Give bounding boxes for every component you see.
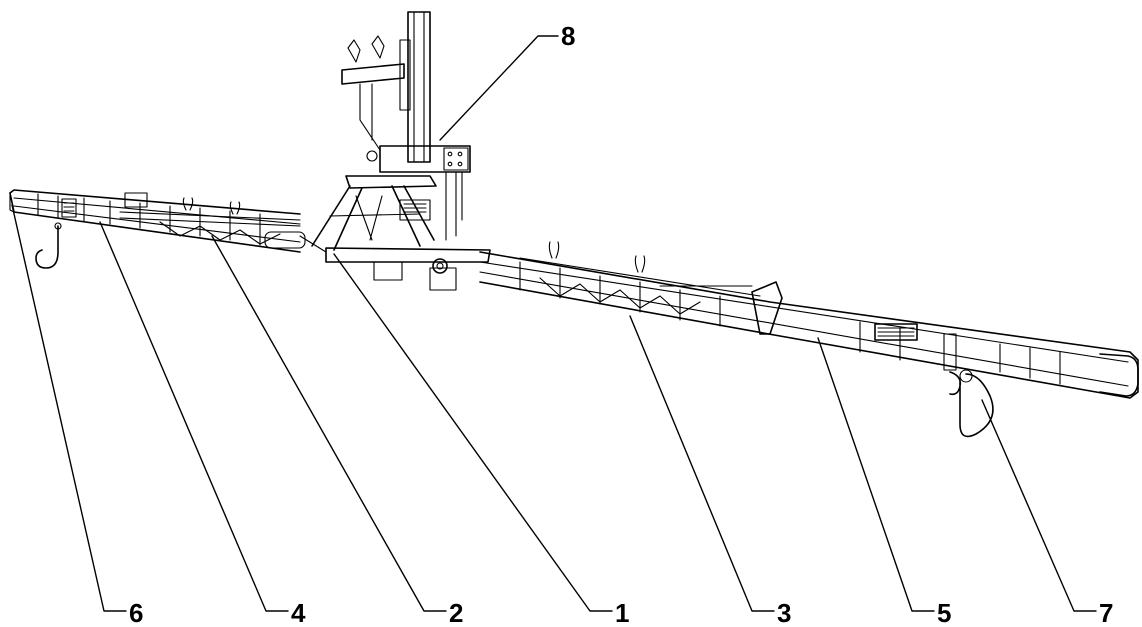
leader-line-6	[11, 204, 127, 612]
leader-line-4	[99, 221, 289, 612]
callout-5: 5	[937, 598, 951, 627]
left-boom	[9, 189, 306, 269]
callout-3: 3	[777, 598, 791, 627]
callout-6: 6	[129, 598, 143, 627]
callout-1: 1	[615, 598, 629, 627]
leader-line-5	[817, 337, 935, 612]
leader-line-1	[333, 253, 613, 612]
leader-line-3	[629, 315, 775, 612]
leader-line-8	[439, 35, 559, 141]
callout-2: 2	[449, 598, 463, 627]
callout-7: 7	[1099, 598, 1113, 627]
leader-line-7	[981, 399, 1097, 612]
center-frame	[299, 11, 491, 291]
right-boom	[479, 241, 1139, 438]
leader-lines	[11, 35, 1097, 612]
callout-4: 4	[291, 598, 306, 627]
callouts: 6 4 2 1 3 5 7 8	[129, 21, 1113, 627]
callout-8: 8	[561, 21, 575, 51]
leader-line-2	[211, 235, 447, 612]
